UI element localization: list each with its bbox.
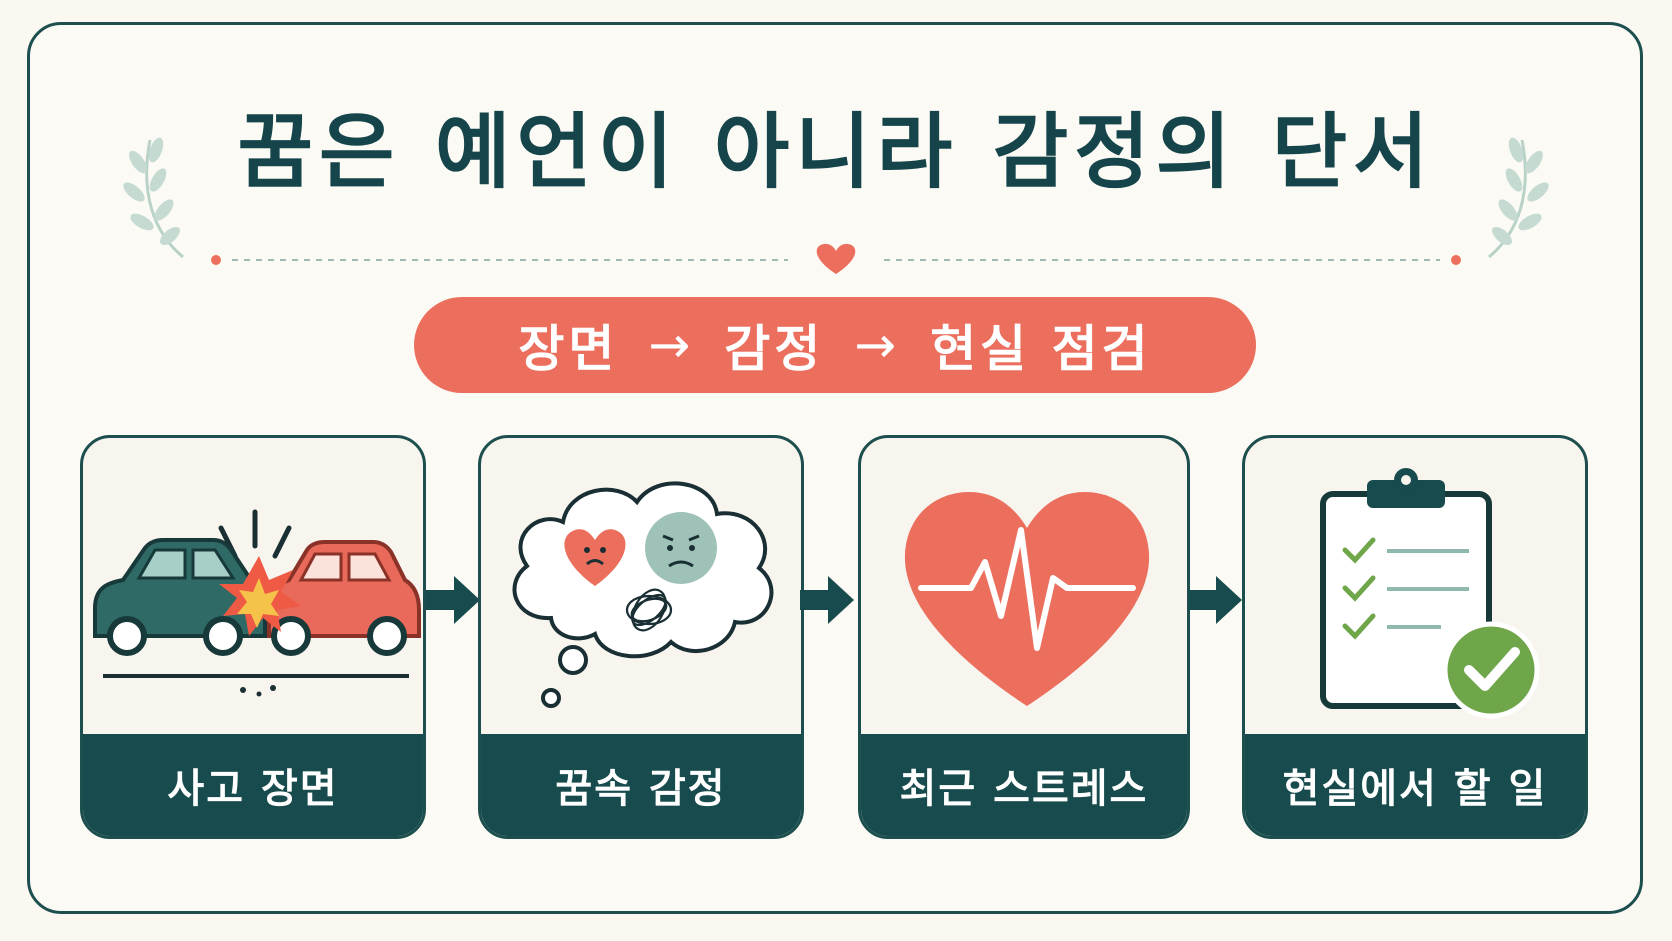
step-label-dream-emotion: 꿈속 감정	[481, 734, 801, 836]
car-crash-icon	[93, 509, 421, 697]
flow-summary-pill: 장면 → 감정 → 현실 점검	[414, 297, 1256, 393]
pill-arrow-2: →	[854, 316, 901, 374]
thought-cloud-icon	[512, 481, 774, 708]
laurel-right-icon	[1488, 137, 1549, 259]
step-card-dream-emotion: 꿈속 감정	[478, 435, 804, 839]
flow-arrow-right-icon	[426, 576, 480, 624]
step-card-recent-stress: 최근 스트레스	[858, 435, 1190, 839]
step-label-accident-scene: 사고 장면	[83, 734, 423, 836]
page-title: 꿈은 예언이 아니라 감정의 단서	[237, 105, 1435, 200]
title-divider	[211, 243, 1461, 274]
heart-divider-icon	[816, 243, 856, 274]
pill-step-emotion: 감정	[724, 320, 825, 378]
checklist-clipboard-icon	[1320, 468, 1540, 719]
flow-arrow-right-icon	[800, 576, 854, 624]
pill-step-reality-check: 현실 점검	[930, 320, 1152, 378]
step-card-accident-scene: 사고 장면	[80, 435, 426, 839]
step-label-real-world-todo: 현실에서 할 일	[1245, 734, 1585, 836]
pill-step-scene: 장면	[518, 320, 619, 378]
laurel-left-icon	[123, 137, 184, 259]
step-card-real-world-todo: 현실에서 할 일	[1242, 435, 1588, 839]
step-label-recent-stress: 최근 스트레스	[861, 734, 1187, 836]
heartbeat-icon	[904, 492, 1150, 706]
pill-arrow-1: →	[648, 316, 695, 374]
flow-arrow-right-icon	[1188, 576, 1242, 624]
